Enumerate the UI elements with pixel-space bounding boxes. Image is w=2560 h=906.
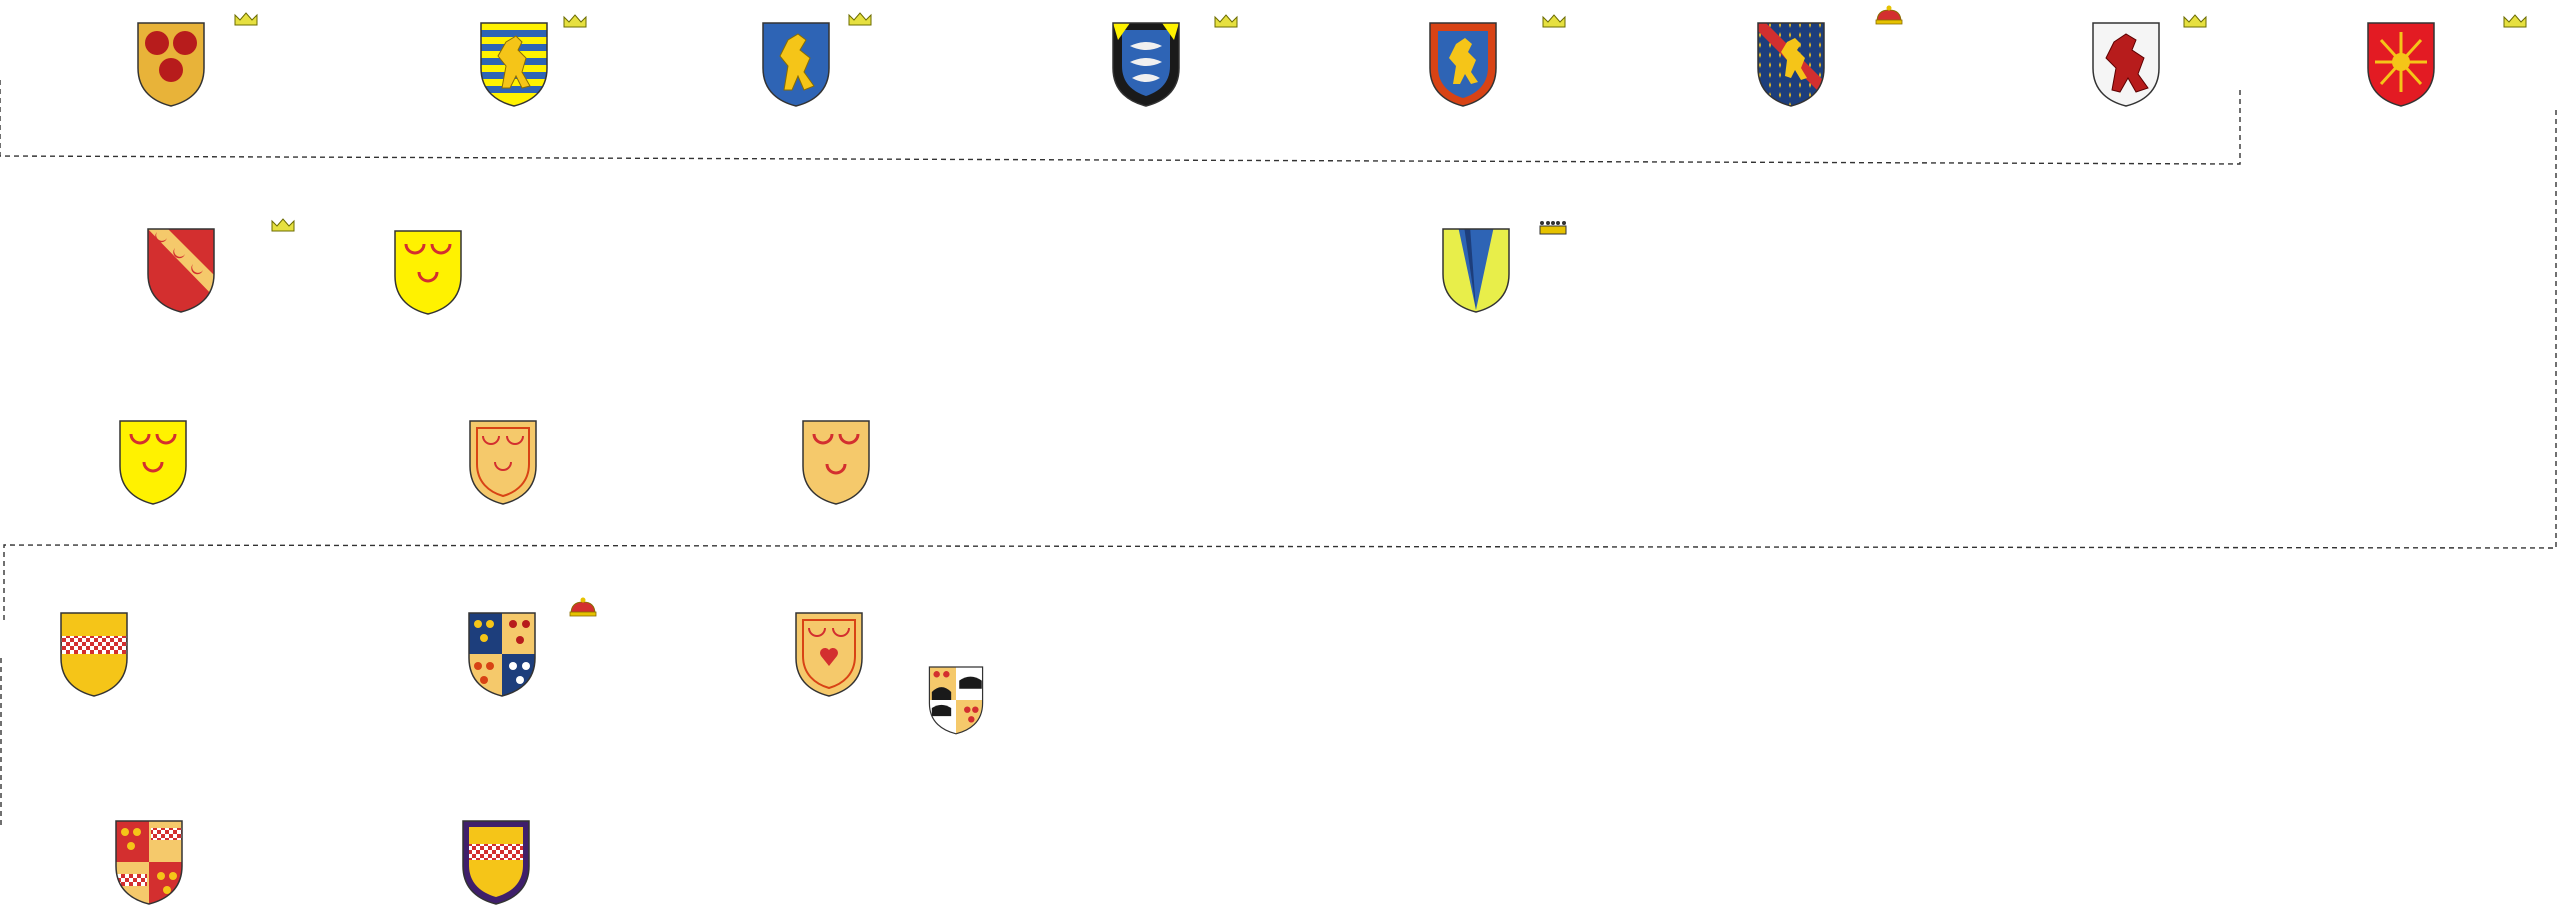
shield-yellow-three-crescents-icon[interactable]	[117, 418, 189, 506]
gold-crown-icon	[1542, 14, 1566, 28]
shield-quartered-black-white-icon[interactable]	[927, 664, 985, 736]
shield-gold-orle-heart-icon[interactable]	[793, 610, 865, 698]
shield-quartered-blue-gold-icon[interactable]	[466, 610, 538, 698]
count-crown-icon	[1539, 221, 1567, 235]
shield-black-bordure-fish-icon[interactable]	[1110, 20, 1182, 108]
shield-gold-three-crescents-icon[interactable]	[800, 418, 872, 506]
shield-navy-semy-bend-icon[interactable]	[1755, 20, 1827, 108]
gold-crown-icon	[563, 14, 587, 28]
gold-crown-icon	[2183, 14, 2207, 28]
shield-gold-three-roundels-icon[interactable]	[135, 20, 207, 108]
shield-gold-crescents-orle-icon[interactable]	[467, 418, 539, 506]
gold-crown-icon	[2503, 14, 2527, 28]
shield-blue-lion-icon[interactable]	[760, 20, 832, 108]
gold-crown-icon	[234, 12, 258, 26]
gold-crown-icon	[271, 218, 295, 232]
royal-crown-icon	[569, 597, 597, 617]
shield-red-bend-crescents-icon[interactable]	[145, 226, 217, 314]
shield-yellow-blue-pile-icon[interactable]	[1440, 226, 1512, 314]
shield-yellow-checky-fess-icon[interactable]	[58, 610, 130, 698]
shield-yellow-three-crescents-icon[interactable]	[392, 228, 464, 316]
shield-quartered-red-checky-icon[interactable]	[113, 818, 185, 906]
gold-crown-icon	[848, 12, 872, 26]
shield-purple-bordure-checky-fess-icon[interactable]	[460, 818, 532, 906]
shield-red-escarbuncle-icon[interactable]	[2365, 20, 2437, 108]
shield-blue-lion-red-bordure-icon[interactable]	[1427, 20, 1499, 108]
gold-crown-icon	[1214, 14, 1238, 28]
connector-line-generation-2	[3, 110, 2557, 620]
shield-white-red-lion-icon[interactable]	[2090, 20, 2162, 108]
shield-barry-lion-icon[interactable]	[478, 20, 550, 108]
royal-crown-icon	[1875, 5, 1903, 25]
